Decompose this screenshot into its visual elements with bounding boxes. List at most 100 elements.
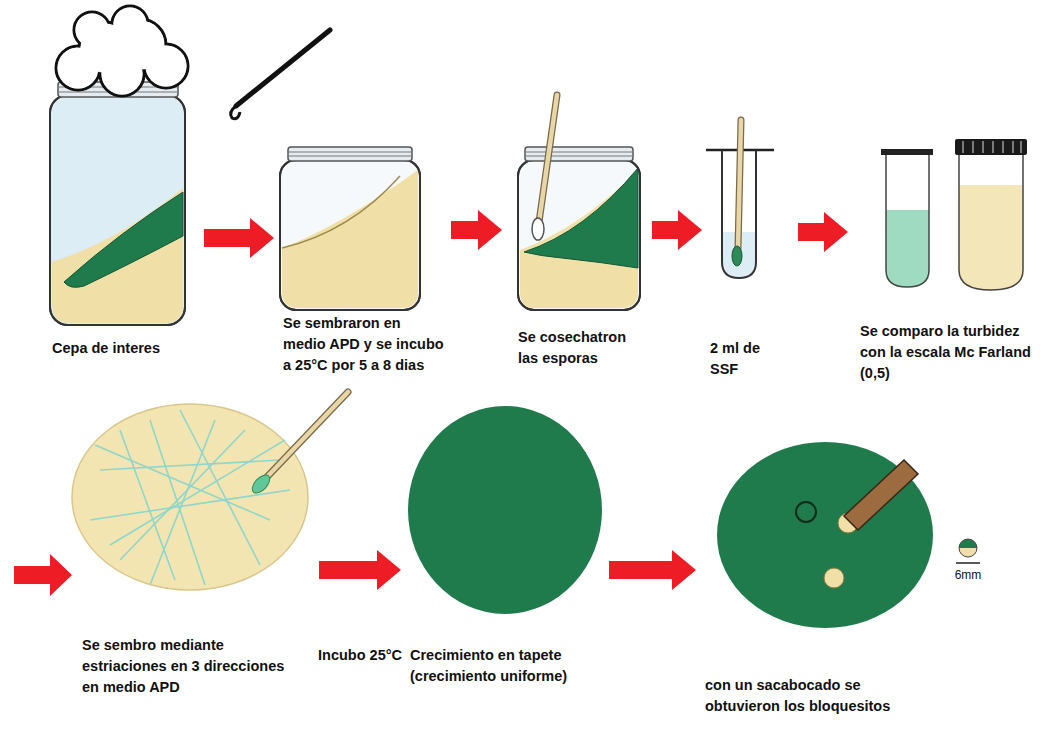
agar-block-icon — [956, 562, 980, 564]
step-arrow — [652, 210, 702, 250]
step-caption: Se sembro mediante estriaciones en 3 dir… — [82, 635, 287, 698]
apd-jar — [280, 147, 420, 310]
culture-jar — [50, 95, 185, 325]
agar-block-icon — [959, 548, 977, 557]
streak-plate — [72, 392, 348, 590]
cotton-plug — [102, 54, 143, 95]
cotton-plug — [76, 14, 109, 47]
streak-plate — [120, 430, 245, 560]
step-caption: Cepa de interes — [52, 338, 197, 359]
mcfarland-tube — [955, 139, 1027, 290]
step-caption: con un sacabocado se obtuvieron los bloq… — [705, 675, 937, 717]
process-step: Se cosechatron las esporas — [506, 145, 648, 373]
mcfarland-tube — [963, 141, 964, 153]
cotton-plug — [114, 8, 147, 41]
cotton-plug — [56, 6, 188, 96]
mcfarland-tube — [1003, 141, 1004, 153]
inoculation-loop — [231, 30, 330, 119]
saline-tube — [738, 120, 741, 248]
harvest-jar — [518, 95, 640, 310]
saline-tube — [738, 120, 741, 248]
dimension-label: 6mm — [953, 568, 984, 584]
step-caption: Se comparo la turbidez con la escala Mc … — [860, 321, 1040, 384]
step-arrow — [319, 550, 401, 590]
streak-plate — [90, 410, 290, 585]
inoculation-loop — [236, 30, 330, 106]
culture-jar — [50, 95, 185, 325]
harvest-jar — [525, 147, 633, 161]
mcfarland-tube — [1013, 141, 1014, 153]
streak-plate — [95, 445, 270, 520]
apd-jar — [282, 170, 418, 308]
apd-jar — [288, 152, 412, 153]
apd-jar — [282, 176, 400, 248]
saline-tube — [732, 246, 742, 266]
mcfarland-tube — [973, 141, 974, 153]
punched-plate — [824, 568, 844, 588]
agar-block-icon — [959, 539, 977, 557]
process-step: Se comparo la turbidez con la escala Mc … — [852, 135, 1042, 388]
culture-jar — [64, 192, 183, 287]
suspension-tube — [886, 155, 929, 287]
harvest-jar — [525, 156, 633, 157]
agar-block-icon — [959, 539, 977, 548]
step-arrow — [609, 550, 696, 590]
mcfarland-tube — [1021, 141, 1022, 153]
harvest-jar — [532, 218, 544, 240]
apd-jar — [280, 160, 420, 310]
suspension-tube — [881, 149, 933, 155]
cotton-plug — [56, 6, 188, 96]
streak-plate — [110, 440, 285, 545]
mcfarland-tube — [959, 155, 1023, 290]
apd-jar — [288, 147, 412, 161]
streak-plate — [150, 420, 205, 585]
agar-block-icon — [956, 539, 980, 563]
step-caption: 2 ml de SSF — [710, 338, 792, 380]
process-step: Se sembro mediante estriaciones en 3 dir… — [70, 400, 315, 730]
culture-jar — [52, 188, 183, 323]
punched-plate — [717, 442, 933, 628]
streak-plate — [180, 410, 260, 565]
mcfarland-tube — [983, 141, 984, 153]
harvest-jar — [539, 95, 557, 222]
apd-jar — [288, 156, 412, 157]
punched-plate — [796, 502, 816, 522]
mcfarland-tube — [955, 139, 1027, 155]
streak-plate — [90, 490, 290, 520]
step-arrow — [204, 218, 274, 258]
suspension-tube — [886, 210, 929, 287]
mcfarland-tube — [963, 141, 1021, 153]
streak-plate — [249, 472, 273, 496]
mcfarland-tube — [959, 185, 1023, 290]
harvest-jar — [525, 152, 633, 153]
mcfarland-tube — [993, 141, 994, 153]
punched-plate — [717, 442, 933, 628]
step-arrow — [451, 210, 502, 250]
harvest-jar — [518, 160, 640, 310]
suspension-tube — [881, 149, 933, 287]
harvest-jar — [518, 160, 640, 310]
process-step: 2 ml de SSF — [706, 140, 794, 384]
streak-plate — [100, 460, 280, 470]
apd-jar — [280, 160, 420, 310]
step-caption: Se cosechatron las esporas — [518, 327, 646, 369]
process-step: Cepa de interes — [45, 20, 200, 365]
process-step: Crecimiento en tapete (crecimiento unifo… — [405, 400, 605, 700]
step-caption: Se sembraron en medio APD y se incubo a … — [283, 313, 445, 376]
streak-plate — [266, 392, 348, 478]
culture-jar — [50, 82, 185, 325]
punched-plate — [844, 460, 918, 530]
lawn-plate — [408, 406, 602, 614]
cotton-plug — [146, 46, 187, 87]
harvest-jar — [539, 95, 557, 222]
inoculation-loop — [231, 106, 240, 119]
step-arrow — [798, 212, 848, 252]
streak-plate — [120, 430, 175, 580]
saline-tube — [706, 120, 774, 278]
step-caption: Crecimiento en tapete (crecimiento unifo… — [410, 645, 600, 687]
process-step: Se sembraron en medio APD y se incubo a … — [278, 145, 447, 380]
streak-plate — [72, 404, 308, 590]
